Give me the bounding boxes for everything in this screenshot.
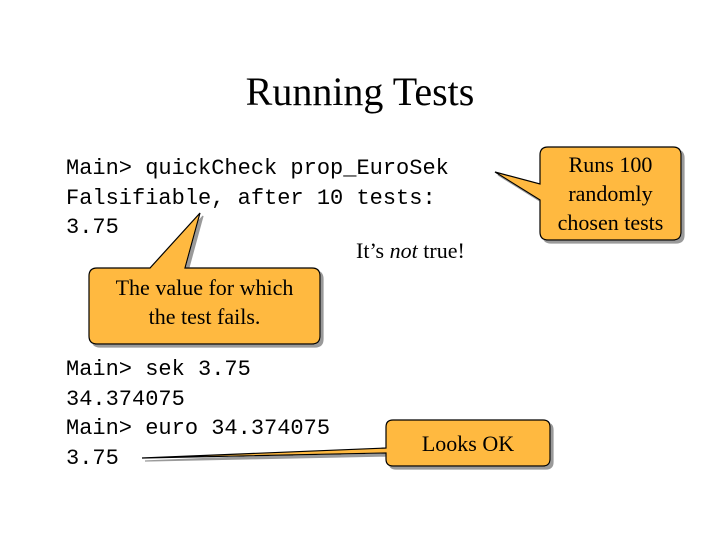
value-fails-callout-text: The value for which the test fails. (115, 275, 294, 329)
runs-callout-bubble (494, 146, 682, 241)
code-line: 34.374075 (66, 386, 185, 412)
code-line: 3.75 (66, 215, 119, 240)
slide-title: Running Tests (245, 69, 475, 114)
code-line: Main> euro 34.374075 (66, 416, 331, 441)
code-line: Falsifiable, after 10 tests: (66, 185, 436, 211)
code-line: 3.75 (66, 445, 119, 471)
runs-callout-text: Runs 100 randomly chosen tests (557, 152, 664, 235)
not-true-note: It’s not true! (356, 238, 465, 263)
value-fails-callout-bubble (88, 212, 321, 345)
looks-ok-callout-bubble (141, 419, 551, 467)
looks-ok-callout-text: Looks OK (421, 431, 515, 456)
code-line: Main> sek 3.75 (66, 357, 251, 382)
code-line: Main> quickCheck prop_EuroSek (66, 156, 449, 181)
